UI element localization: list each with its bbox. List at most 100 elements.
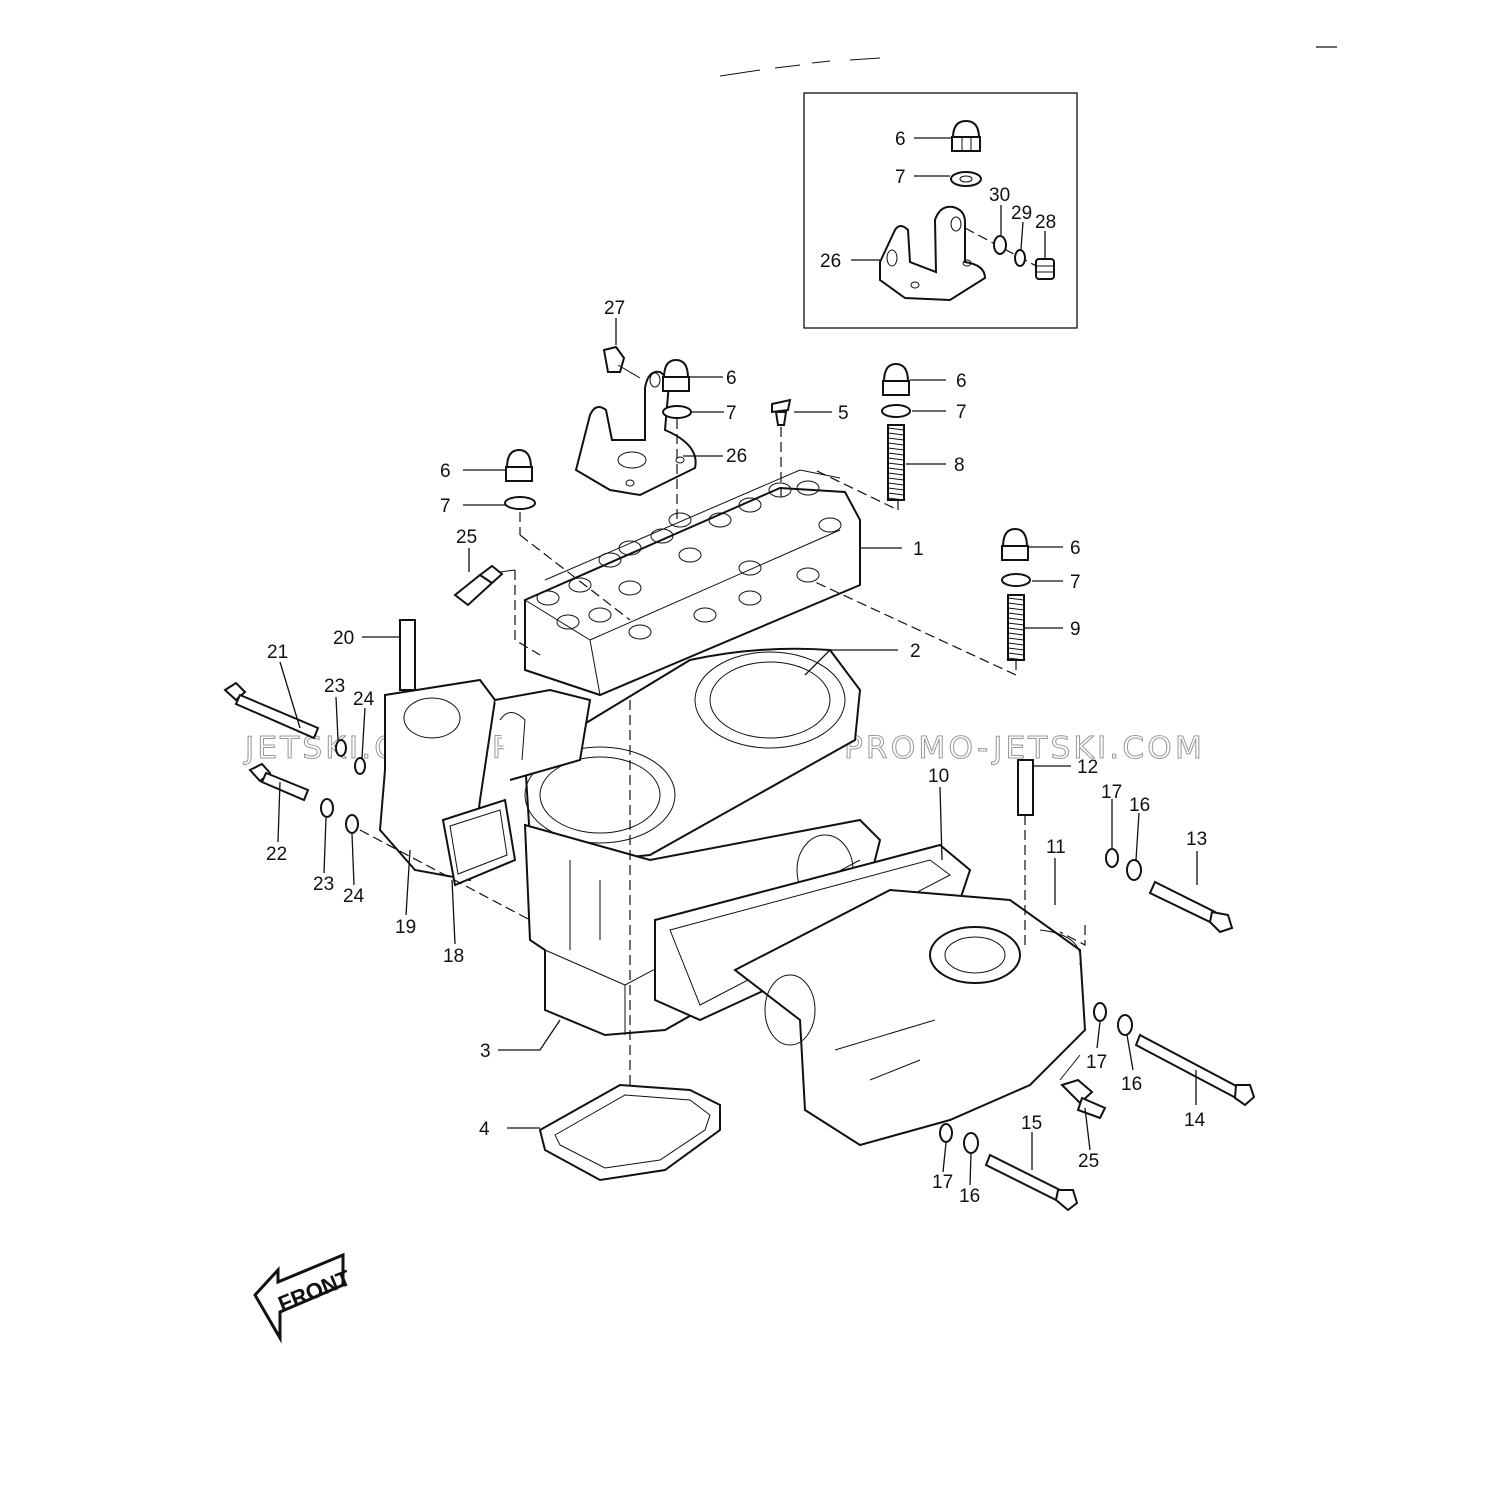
label-14: 14	[1184, 1110, 1206, 1131]
bolt-22	[248, 762, 310, 802]
inset-label-28: 28	[1035, 212, 1056, 233]
label-25b: 25	[1078, 1151, 1099, 1172]
thread-line	[1007, 597, 1025, 601]
head-boss	[618, 540, 642, 556]
label-6a: 6	[726, 368, 737, 389]
label-7c: 7	[440, 496, 451, 517]
head-boss	[598, 552, 622, 568]
label-20: 20	[333, 628, 354, 649]
thread-line	[887, 447, 905, 451]
label-3: 3	[480, 1041, 491, 1062]
label-18: 18	[443, 946, 464, 967]
washer-7d	[1001, 573, 1031, 587]
head-boss	[708, 512, 732, 528]
washer-24a	[354, 757, 366, 775]
label-7b: 7	[956, 402, 967, 423]
thread-line	[887, 487, 905, 491]
cap-nut-6c	[505, 448, 533, 482]
label-17b: 17	[1086, 1052, 1107, 1073]
thread-line	[1007, 617, 1025, 621]
label-24b: 24	[343, 886, 365, 907]
gasket-18	[441, 798, 517, 887]
label-12: 12	[1077, 757, 1098, 778]
label-7d: 7	[1070, 572, 1081, 593]
inset-label-29: 29	[1011, 203, 1032, 224]
thread-line	[887, 472, 905, 476]
head-boss	[588, 607, 612, 623]
thread-line	[887, 452, 905, 456]
washer-16b	[1117, 1014, 1133, 1036]
head-boss	[796, 480, 820, 496]
label-17c: 17	[932, 1172, 953, 1193]
label-10: 10	[928, 766, 949, 787]
inset-label-6: 6	[895, 129, 906, 150]
inset-label-30: 30	[989, 185, 1010, 206]
stud-9	[1007, 594, 1025, 661]
head-boss	[568, 577, 592, 593]
thread-line	[887, 462, 905, 466]
thread-line	[1007, 612, 1025, 616]
label-6d: 6	[1070, 538, 1081, 559]
inset-bracket	[879, 205, 987, 302]
label-16a: 16	[1129, 795, 1150, 816]
label-15: 15	[1021, 1113, 1042, 1134]
label-5: 5	[838, 403, 849, 424]
head-boss	[693, 607, 717, 623]
label-17a: 17	[1101, 782, 1122, 803]
washer-17b	[1093, 1002, 1107, 1022]
washer-7c	[504, 496, 536, 510]
head-boss	[678, 547, 702, 563]
thread-line	[887, 492, 905, 496]
bolt-14	[1134, 1033, 1256, 1107]
inset-labels: 6 7 30 29 28 26	[820, 129, 1056, 272]
head-boss	[536, 590, 560, 606]
leader-lines	[277, 318, 1198, 1186]
label-16b: 16	[1121, 1074, 1142, 1095]
exhaust-manifold	[733, 888, 1087, 1147]
inset-washer-30	[993, 235, 1007, 255]
label-11: 11	[1046, 837, 1066, 858]
base-gasket	[538, 1083, 721, 1182]
washer-17c	[939, 1123, 953, 1143]
front-arrow-icon: FRONT	[253, 1252, 355, 1344]
inset-washer	[950, 171, 982, 187]
label-22: 22	[266, 844, 287, 865]
callout-labels: 27 6 7 26 5 6 7 8 6 7 25 1 6 7 9 2 20 21…	[266, 298, 1207, 1207]
thread-line	[887, 442, 905, 446]
label-19: 19	[395, 917, 416, 938]
thread-line	[887, 437, 905, 441]
label-6c: 6	[440, 461, 451, 482]
head-boss	[618, 580, 642, 596]
thread-line	[1007, 642, 1025, 646]
inset-label-7: 7	[895, 167, 906, 188]
thread-line	[887, 427, 905, 431]
bolt-21	[223, 681, 320, 740]
thread-line	[887, 482, 905, 486]
thread-line	[1007, 627, 1025, 631]
thread-line	[1007, 652, 1025, 656]
head-boss	[556, 614, 580, 630]
washer-16a	[1126, 859, 1142, 881]
label-6b: 6	[956, 371, 967, 392]
thread-line	[887, 477, 905, 481]
washer-17a	[1105, 848, 1119, 868]
thread-line	[887, 497, 905, 501]
head-boss	[738, 497, 762, 513]
label-8: 8	[954, 455, 965, 476]
thread-line	[1007, 607, 1025, 611]
inset-washer-29	[1014, 249, 1026, 267]
cylinder-head	[524, 469, 861, 697]
head-boss	[668, 512, 692, 528]
inset-label-26: 26	[820, 251, 841, 272]
washer-24b	[345, 814, 359, 834]
head-gasket	[523, 647, 862, 862]
thread-line	[1007, 657, 1025, 661]
label-27: 27	[604, 298, 625, 319]
head-boss	[768, 482, 792, 498]
thread-line	[1007, 602, 1025, 606]
head-boss	[738, 560, 762, 576]
cap-nut-6d	[1001, 527, 1029, 561]
stud-20	[399, 619, 416, 691]
inset-nut-28	[1035, 258, 1055, 280]
